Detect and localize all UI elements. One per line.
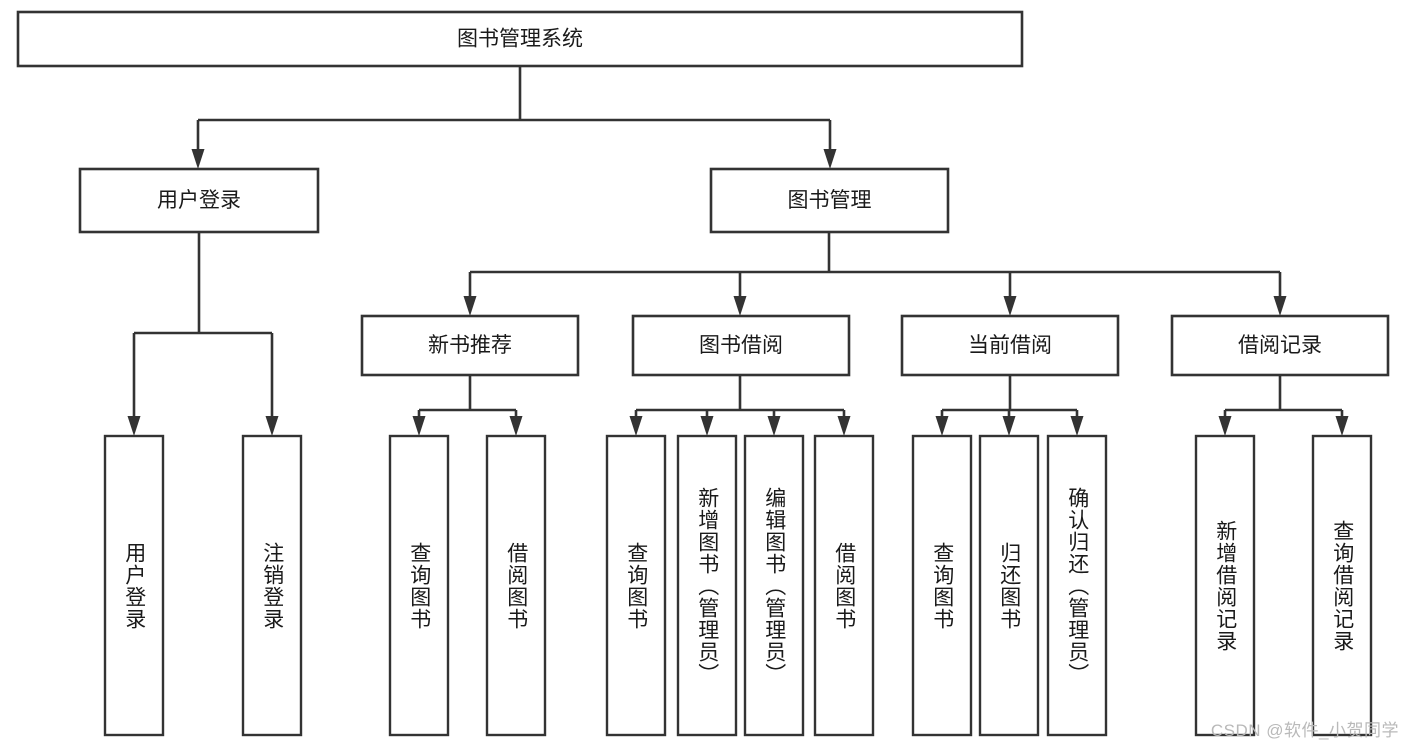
arrow-head-record_branch-0 bbox=[1218, 416, 1232, 436]
node-label-current-borrow: 当前借阅 bbox=[968, 334, 1052, 357]
node-box-leaf-query-borrow-record[interactable] bbox=[1311, 434, 1373, 737]
node-box-book-management[interactable] bbox=[709, 167, 950, 234]
arrow-head-book_mgmt_branch-0 bbox=[463, 296, 477, 316]
node-box-leaf-query-book-borrow[interactable] bbox=[605, 434, 667, 737]
node-label-title: 图书管理系统 bbox=[457, 28, 583, 51]
node-box-leaf-edit-book-admin[interactable] bbox=[743, 434, 805, 737]
node-box-user-login[interactable] bbox=[78, 167, 320, 234]
arrow-head-borrow_branch-3 bbox=[837, 416, 851, 436]
node-box-book-borrow[interactable] bbox=[631, 314, 851, 377]
arrow-head-borrow_branch-2 bbox=[767, 416, 781, 436]
arrow-head-user_login_branch-1 bbox=[265, 416, 279, 436]
watermark: CSDN @软件_小贺同学 bbox=[1210, 721, 1399, 740]
arrow-head-current_branch-1 bbox=[1002, 416, 1016, 436]
node-label-book-borrow: 图书借阅 bbox=[699, 334, 783, 357]
node-box-leaf-borrow-book[interactable] bbox=[813, 434, 875, 737]
arrow-head-record_branch-1 bbox=[1335, 416, 1349, 436]
node-label-borrow-record: 借阅记录 bbox=[1238, 334, 1322, 357]
node-box-current-borrow[interactable] bbox=[900, 314, 1120, 377]
node-box-borrow-record[interactable] bbox=[1170, 314, 1390, 377]
node-box-leaf-add-book-admin[interactable] bbox=[676, 434, 738, 737]
connector-layer bbox=[127, 66, 1349, 436]
arrow-head-user_login_branch-0 bbox=[127, 416, 141, 436]
node-box-leaf-confirm-return-admin[interactable] bbox=[1046, 434, 1108, 737]
arrow-head-trunk-0 bbox=[191, 149, 205, 169]
node-box-leaf-borrow-book-recommend[interactable] bbox=[485, 434, 547, 737]
node-box-leaf-return-book[interactable] bbox=[978, 434, 1040, 737]
arrow-head-book_mgmt_branch-2 bbox=[1003, 296, 1017, 316]
node-box-leaf-logout-login[interactable] bbox=[241, 434, 303, 737]
arrow-head-book_mgmt_branch-1 bbox=[733, 296, 747, 316]
arrow-head-recommend_branch-1 bbox=[509, 416, 523, 436]
node-box-title[interactable] bbox=[16, 10, 1024, 68]
node-label-book-management: 图书管理 bbox=[788, 189, 872, 212]
arrow-head-trunk-1 bbox=[823, 149, 837, 169]
arrow-head-recommend_branch-0 bbox=[412, 416, 426, 436]
arrow-head-borrow_branch-0 bbox=[629, 416, 643, 436]
node-box-new-book-recommend[interactable] bbox=[360, 314, 580, 377]
node-box-leaf-query-book-current[interactable] bbox=[911, 434, 973, 737]
arrow-head-book_mgmt_branch-3 bbox=[1273, 296, 1287, 316]
arrow-head-borrow_branch-1 bbox=[700, 416, 714, 436]
node-box-leaf-user-login[interactable] bbox=[103, 434, 165, 737]
arrow-head-current_branch-0 bbox=[935, 416, 949, 436]
node-label-new-book-recommend: 新书推荐 bbox=[428, 334, 512, 357]
node-box-layer bbox=[16, 10, 1390, 737]
node-label-user-login: 用户登录 bbox=[157, 189, 241, 212]
node-box-leaf-query-book-recommend[interactable] bbox=[388, 434, 450, 737]
arrow-head-current_branch-2 bbox=[1070, 416, 1084, 436]
node-box-leaf-add-borrow-record[interactable] bbox=[1194, 434, 1256, 737]
